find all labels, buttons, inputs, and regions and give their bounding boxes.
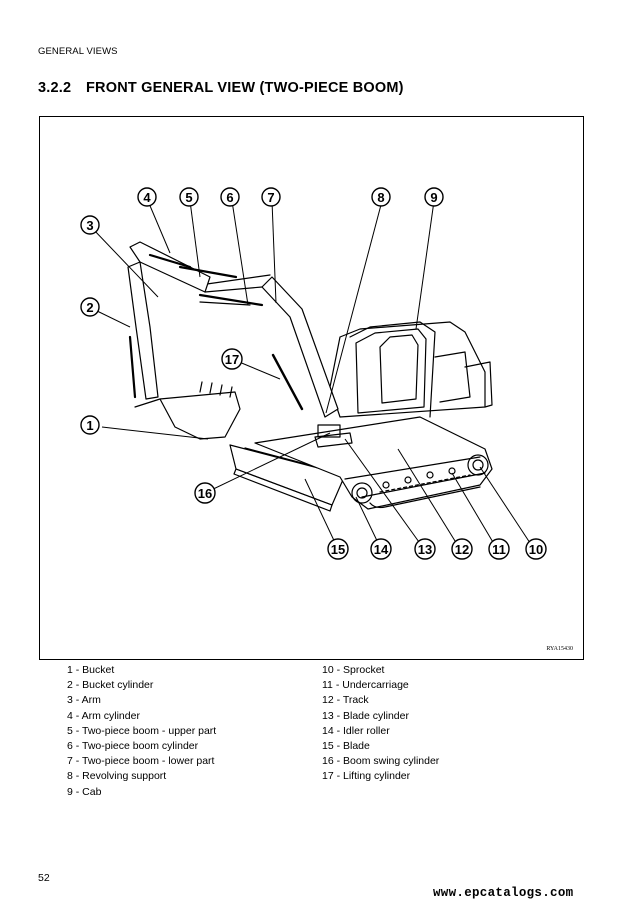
callout-16: 16 — [194, 482, 216, 504]
legend-item: 16 - Boom swing cylinder — [322, 755, 440, 768]
callout-6: 6 — [220, 187, 240, 207]
callout-9: 9 — [424, 187, 444, 207]
svg-text:16: 16 — [198, 486, 212, 501]
svg-text:4: 4 — [143, 190, 151, 205]
svg-text:14: 14 — [374, 542, 389, 557]
callout-17: 17 — [221, 348, 243, 370]
svg-text:1: 1 — [86, 418, 93, 433]
excavator-figure: 1 2 3 4 5 6 7 8 9 10 11 12 13 14 15 16 1… — [39, 116, 584, 660]
excavator-drawing: 1 2 3 4 5 6 7 8 9 10 11 12 13 14 15 16 1… — [80, 187, 547, 560]
svg-text:8: 8 — [377, 190, 384, 205]
callout-15: 15 — [327, 538, 349, 560]
legend-item: 9 - Cab — [67, 785, 102, 798]
legend-item: 11 - Undercarriage — [322, 679, 409, 692]
svg-text:3: 3 — [86, 218, 93, 233]
revolving-support-drawing — [314, 424, 353, 448]
callout-5: 5 — [179, 187, 199, 207]
callout-12: 12 — [451, 538, 473, 560]
bucket-drawing — [134, 381, 241, 440]
svg-text:17: 17 — [225, 352, 239, 367]
legend-item: 10 - Sprocket — [322, 664, 385, 676]
svg-text:9: 9 — [430, 190, 437, 205]
svg-text:2: 2 — [86, 300, 93, 315]
legend-item: 15 - Blade — [322, 740, 370, 753]
callout-11: 11 — [488, 538, 510, 560]
section-header: GENERAL VIEWS — [38, 46, 118, 57]
legend-item: 12 - Track — [322, 694, 369, 707]
section-title: FRONT GENERAL VIEW (TWO-PIECE BOOM) — [86, 80, 404, 96]
legend-item: 1 - Bucket — [67, 664, 115, 676]
legend-item: 6 - Two-piece boom cylinder — [67, 740, 199, 753]
svg-text:10: 10 — [529, 542, 543, 557]
callout-3: 3 — [80, 215, 100, 235]
callout-10: 10 — [525, 538, 547, 560]
svg-text:13: 13 — [418, 542, 432, 557]
callouts: 1 2 3 4 5 6 7 8 9 10 11 12 13 14 15 16 1… — [80, 187, 547, 560]
svg-text:7: 7 — [267, 190, 274, 205]
legend-item: 7 - Two-piece boom - lower part — [67, 755, 215, 768]
legend-item: 5 - Two-piece boom - upper part — [67, 724, 217, 737]
undercarriage-drawing — [254, 416, 493, 510]
figure-reference-code: RYA15430 — [546, 646, 573, 652]
callout-13: 13 — [414, 538, 436, 560]
callout-4: 4 — [137, 187, 157, 207]
cylinders-drawing — [128, 265, 264, 399]
legend-item: 8 - Revolving support — [67, 770, 167, 783]
legend-item: 13 - Blade cylinder — [322, 709, 409, 722]
watermark-link[interactable]: www.epcatalogs.com — [433, 886, 574, 900]
legend-item: 14 - Idler roller — [322, 724, 390, 737]
callout-1: 1 — [80, 415, 100, 435]
callout-14: 14 — [370, 538, 392, 560]
svg-text:5: 5 — [185, 190, 192, 205]
svg-text:15: 15 — [331, 542, 345, 557]
page-number: 52 — [38, 872, 50, 884]
legend-left-column: 1 - Bucket 2 - Bucket cylinder 3 - Arm 4… — [67, 663, 216, 800]
legend-item: 3 - Arm — [67, 694, 101, 707]
page-title: 3.2.2 FRONT GENERAL VIEW (TWO-PIECE BOOM) — [38, 80, 404, 96]
section-number: 3.2.2 — [38, 80, 72, 96]
legend-right-column: 10 - Sprocket 11 - Undercarriage 12 - Tr… — [322, 663, 439, 785]
legend-item: 17 - Lifting cylinder — [322, 770, 411, 783]
svg-text:11: 11 — [492, 542, 506, 557]
callout-2: 2 — [80, 297, 100, 317]
callout-8: 8 — [371, 187, 391, 207]
svg-text:6: 6 — [226, 190, 233, 205]
cab-drawing — [329, 321, 493, 418]
svg-text:12: 12 — [455, 542, 469, 557]
legend-item: 2 - Bucket cylinder — [67, 679, 154, 692]
legend-item: 4 - Arm cylinder — [67, 709, 140, 722]
arm-drawing — [127, 241, 211, 400]
callout-7: 7 — [261, 187, 281, 207]
